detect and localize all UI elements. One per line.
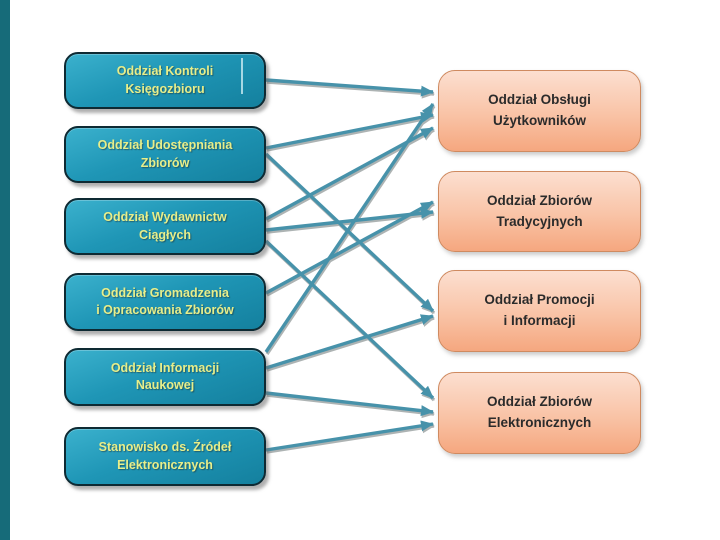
new-dept-promocji-line1: Oddział Promocji bbox=[484, 292, 595, 308]
old-dept-gromadzenia-line1: Oddział Gromadzenia bbox=[101, 285, 229, 300]
old-dept-wydawnictw-line1: Oddział Wydawnictw bbox=[103, 210, 227, 225]
old-dept-gromadzenia-line2: i Opracowania Zbiorów bbox=[96, 303, 234, 317]
new-dept-tradycyjnych-line1: Oddział Zbiorów bbox=[487, 192, 592, 208]
new-dept-obslugi-line2: Użytkowników bbox=[492, 113, 586, 128]
old-dept-zrodel-line2: Elektronicznych bbox=[117, 457, 213, 472]
old-dept-informacji-line1: Oddział Informacji bbox=[110, 360, 220, 375]
connector-gromadzenia-to-tradycyjnych bbox=[265, 200, 434, 295]
old-dept-informacji: Oddział Informacji Naukowej bbox=[64, 348, 266, 406]
connector-udostepniania-to-promocji bbox=[264, 152, 435, 313]
old-dept-udostepniania-line1: Oddział Udostępniania bbox=[97, 138, 233, 153]
connector-wydawnictw-to-tradycyjnych bbox=[265, 207, 434, 232]
old-dept-gromadzenia: Oddział Gromadzenia i Opracowania Zbioró… bbox=[64, 273, 266, 331]
old-dept-informacji-line2: Naukowej bbox=[135, 378, 195, 392]
connector-informacji-to-elektronicznych bbox=[265, 391, 434, 417]
connector-wydawnictw-to-obslugi bbox=[265, 126, 434, 221]
old-dept-zrodel-line1: Stanowisko ds. Źródeł bbox=[98, 440, 232, 455]
old-dept-wydawnictw: Oddział Wydawnictw Ciągłych bbox=[64, 198, 266, 255]
connector-udostepniania-to-obslugi bbox=[265, 111, 434, 150]
new-dept-elektronicznych-line1: Oddział Zbiorów bbox=[487, 394, 592, 410]
sidebar-accent-strip bbox=[0, 0, 10, 540]
old-dept-udostepniania: Oddział Udostępniania Zbiorów bbox=[64, 126, 266, 183]
connector-informacji-to-promocji bbox=[265, 314, 434, 370]
old-dept-udostepniania-line2: Zbiorów bbox=[140, 155, 190, 170]
connector-informacji-to-obslugi bbox=[264, 103, 435, 353]
old-dept-kontroli-line1: Oddział Kontroli bbox=[116, 64, 214, 79]
connector-kontroli-to-obslugi bbox=[265, 78, 434, 97]
old-dept-zrodel: Stanowisko ds. Źródeł Elektronicznych bbox=[64, 427, 266, 486]
new-dept-tradycyjnych-line2: Tradycyjnych bbox=[496, 213, 583, 229]
new-dept-tradycyjnych: Oddział Zbiorów Tradycyjnych bbox=[438, 171, 641, 252]
new-dept-obslugi: Oddział Obsługi Użytkowników bbox=[438, 70, 641, 152]
connector-zrodel-to-elektronicznych bbox=[265, 420, 434, 452]
new-dept-obslugi-line1: Oddział Obsługi bbox=[488, 92, 591, 108]
new-dept-elektronicznych-line2: Elektronicznych bbox=[487, 415, 592, 430]
old-dept-wydawnictw-line2: Ciągłych bbox=[138, 227, 192, 242]
connector-wydawnictw-to-elektronicznych bbox=[264, 239, 435, 400]
old-dept-kontroli: Oddział Kontroli Księgozbioru bbox=[64, 52, 266, 109]
old-dept-kontroli-line2: Księgozbioru bbox=[125, 81, 205, 96]
text-cursor-artifact bbox=[241, 58, 243, 94]
new-dept-promocji: Oddział Promocji i Informacji bbox=[438, 270, 641, 352]
new-dept-elektronicznych: Oddział Zbiorów Elektronicznych bbox=[438, 372, 641, 454]
new-dept-promocji-line2: i Informacji bbox=[503, 313, 576, 328]
